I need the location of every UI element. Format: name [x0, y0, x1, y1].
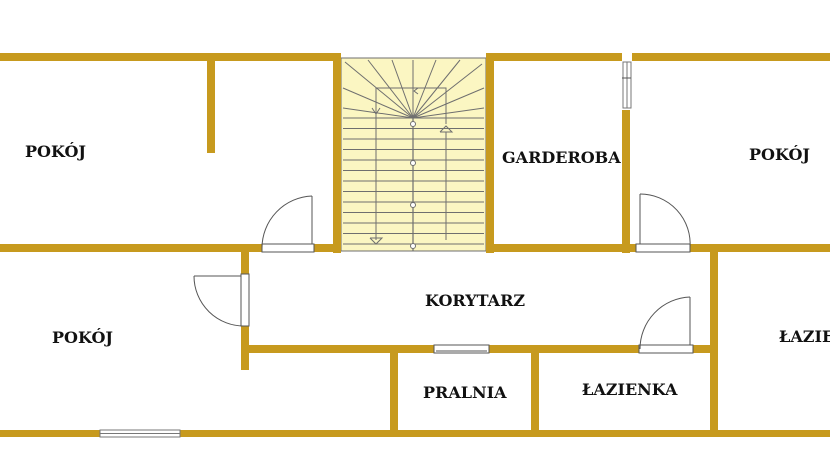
wall-top-far-right — [632, 53, 830, 61]
wall-stair-right — [486, 53, 494, 253]
label-pokoj-bottom-left: POKÓJ — [52, 327, 113, 347]
wall-bottom-left — [0, 430, 100, 437]
label-garderoba: GARDEROBA — [502, 148, 621, 167]
label-pokoj-top-left: POKÓJ — [25, 141, 86, 161]
label-pralnia: PRALNIA — [423, 383, 507, 402]
windows — [99, 61, 632, 438]
room-labels: POKÓJ GARDEROBA POKÓJ KORYTARZ POKÓJ ŁAZ… — [25, 141, 830, 402]
door-lazienka — [638, 296, 694, 354]
label-korytarz: KORYTARZ — [425, 291, 525, 310]
wall-top-left — [0, 53, 341, 61]
label-lazienka-right: ŁAZIE — [779, 327, 830, 346]
door-pokoj-bottom-left — [193, 273, 250, 327]
label-pokoj-top-right: POKÓJ — [749, 144, 810, 164]
wall-korytarz-left-a — [241, 252, 249, 274]
wall-mid-left-a — [0, 244, 262, 252]
wall-mid-right-b — [690, 244, 830, 252]
wall-korytarz-bottom-a — [249, 345, 434, 353]
door-pralnia — [433, 344, 490, 354]
stair-winders — [342, 59, 485, 119]
wall-lazienka-right-edge — [710, 252, 718, 432]
stair-rail-knobs — [410, 121, 416, 249]
wall-partition-top-left — [207, 61, 215, 153]
label-lazienka: ŁAZIENKA — [582, 380, 678, 399]
staircase — [340, 57, 487, 252]
wall-pralnia-left — [390, 345, 398, 432]
door-pokoj-top-left — [261, 195, 315, 253]
wall-garderoba-right — [622, 110, 630, 253]
wall-korytarz-left-b — [241, 326, 249, 370]
stair-direction-arrows — [369, 87, 454, 245]
walls — [0, 53, 830, 437]
door-pokoj-top-right — [635, 193, 691, 253]
wall-mid-right-a — [486, 244, 636, 252]
doors — [193, 77, 694, 354]
wall-bottom-right — [180, 430, 830, 437]
wall-pralnia-right — [531, 345, 539, 432]
wall-stair-left — [333, 53, 341, 253]
wall-mid-left-b — [314, 244, 341, 252]
wall-korytarz-bottom-b — [489, 345, 639, 353]
wall-top-right — [486, 53, 622, 61]
wall-korytarz-bottom-c — [693, 345, 718, 353]
